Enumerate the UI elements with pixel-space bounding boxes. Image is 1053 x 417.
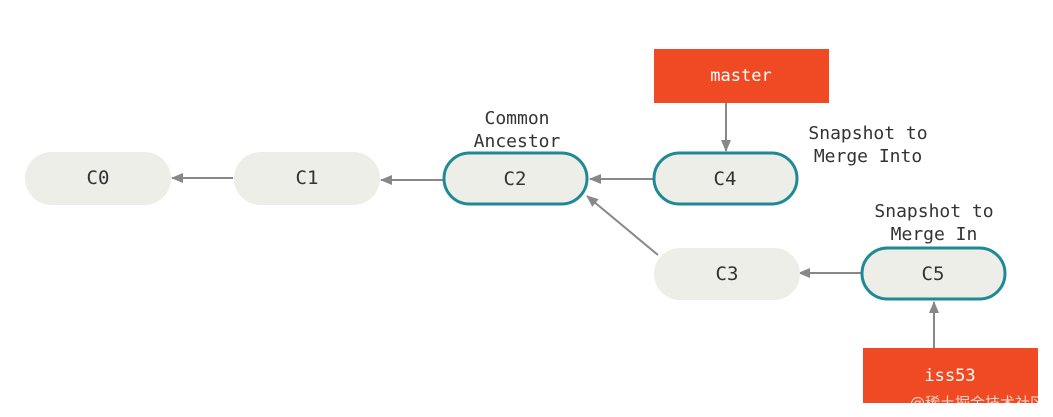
commit-c5: C5 <box>860 246 1007 301</box>
commit-c2-label: C2 <box>504 168 527 190</box>
branch-ref-master: master <box>654 49 829 103</box>
merge-in-label-line1: Snapshot to <box>874 201 993 222</box>
commit-c4: C4 <box>652 151 799 206</box>
common-ancestor-label-line1: Common <box>484 108 549 129</box>
commit-c5-label: C5 <box>922 263 945 285</box>
commit-c1-label: C1 <box>296 167 319 189</box>
common-ancestor-label-line2: Ancestor <box>474 131 561 152</box>
commit-c0-label: C0 <box>87 167 110 189</box>
commit-c3-label: C3 <box>716 263 739 285</box>
merge-in-label-line2: Merge In <box>891 224 978 245</box>
branch-ref-master-label: master <box>710 66 771 86</box>
merge-into-label-line2: Merge Into <box>814 146 922 167</box>
commit-c1: C1 <box>234 152 380 205</box>
branch-ref-iss53: iss53 <box>863 348 1038 403</box>
commit-c0: C0 <box>25 152 171 205</box>
merge-into-label-line1: Snapshot to <box>808 123 927 144</box>
branch-ref-iss53-label: iss53 <box>924 366 975 386</box>
commit-c2-common-ancestor: C2 <box>442 151 589 206</box>
arrow-c3-to-c2 <box>586 195 659 256</box>
commit-c4-label: C4 <box>714 168 737 190</box>
watermark: @稀土掘金技术社区 <box>909 394 1045 412</box>
commit-c3: C3 <box>654 248 800 300</box>
